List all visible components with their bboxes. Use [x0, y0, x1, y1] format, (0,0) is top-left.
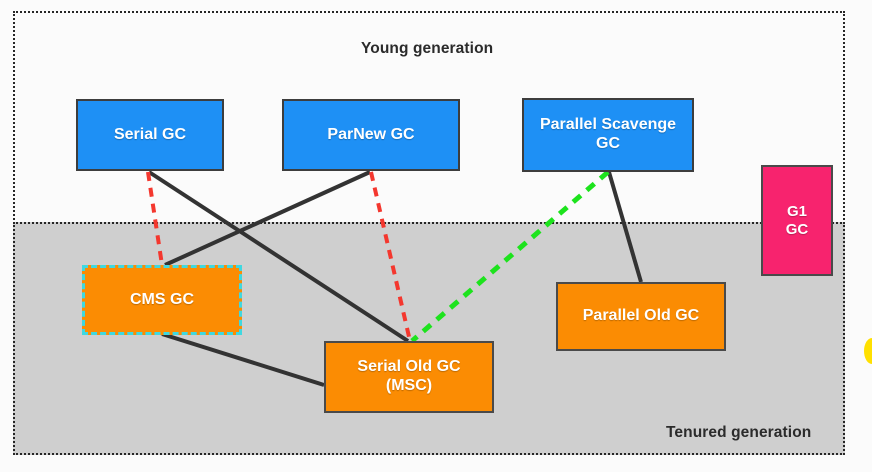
node-serial-old-gc[interactable]: Serial Old GC (MSC)	[324, 341, 494, 413]
node-parallel-old-gc-label: Parallel Old GC	[582, 307, 700, 325]
young-generation-label: Young generation	[361, 40, 494, 57]
node-serial-gc-label: Serial GC	[113, 125, 187, 143]
node-parallel-scavenge-gc-label-line2: GC	[596, 135, 620, 152]
node-g1-gc-label: G1 GC	[786, 203, 809, 238]
node-g1-gc-label-line1: G1	[786, 202, 807, 220]
node-cms-gc[interactable]: CMS GC	[82, 265, 242, 335]
node-parallel-scavenge-gc-label-line1: Parallel Scavenge	[539, 116, 677, 134]
node-serial-old-gc-label-line1: Serial Old GC	[357, 358, 461, 376]
node-parnew-gc[interactable]: ParNew GC	[282, 99, 460, 171]
node-parallel-scavenge-gc[interactable]: Parallel Scavenge GC	[522, 98, 694, 172]
node-cms-gc-label: CMS GC	[130, 290, 194, 308]
node-parallel-scavenge-gc-label: Parallel Scavenge GC	[540, 116, 676, 154]
tenured-generation-label: Tenured generation	[666, 424, 812, 441]
cursor-pointer-icon	[864, 338, 872, 364]
node-g1-gc-label-line2: GC	[785, 220, 809, 238]
node-parallel-old-gc[interactable]: Parallel Old GC	[556, 282, 726, 351]
node-serial-gc[interactable]: Serial GC	[76, 99, 224, 171]
node-g1-gc[interactable]: G1 GC	[761, 165, 833, 276]
node-serial-old-gc-label: Serial Old GC (MSC)	[357, 358, 460, 396]
node-serial-old-gc-label-line2: (MSC)	[385, 377, 433, 394]
node-parnew-gc-label: ParNew GC	[327, 125, 415, 143]
